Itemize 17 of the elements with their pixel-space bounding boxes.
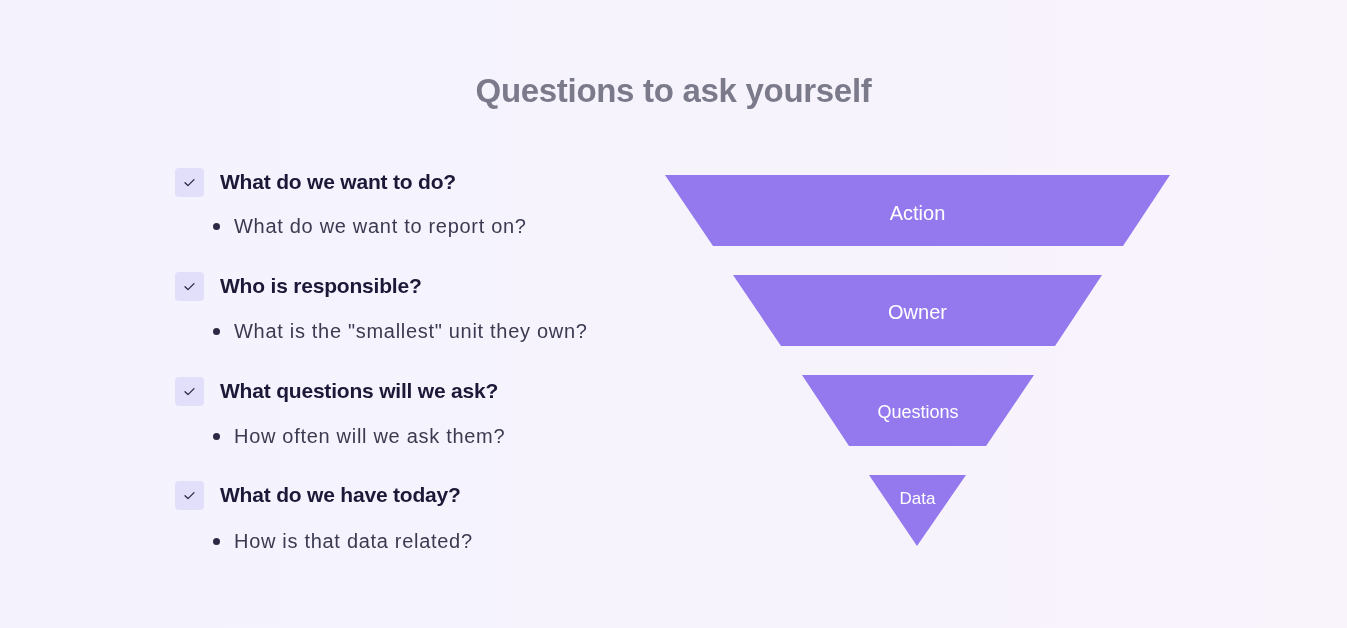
question-heading: What questions will we ask? (220, 378, 499, 404)
question-heading: What do we have today? (220, 482, 461, 508)
funnel-segment (733, 275, 1102, 346)
question-heading: Who is responsible? (220, 273, 422, 299)
segment-label: Action (889, 201, 946, 225)
sub-question: What is the "smallest" unit they own? (234, 319, 588, 343)
question-heading: What do we want to do? (220, 169, 456, 195)
funnel-tip (869, 475, 966, 546)
funnel-segment (665, 175, 1170, 246)
title: Questions to ask yourself (475, 71, 872, 111)
funnel-segment (802, 375, 1034, 446)
sub-question: How is that data related? (234, 529, 473, 553)
segment-label: Questions (877, 401, 959, 423)
sub-question: What do we want to report on? (234, 214, 527, 238)
segment-label: Owner (888, 300, 947, 324)
segment-label: Data (899, 487, 936, 509)
sub-question: How often will we ask them? (234, 424, 506, 448)
